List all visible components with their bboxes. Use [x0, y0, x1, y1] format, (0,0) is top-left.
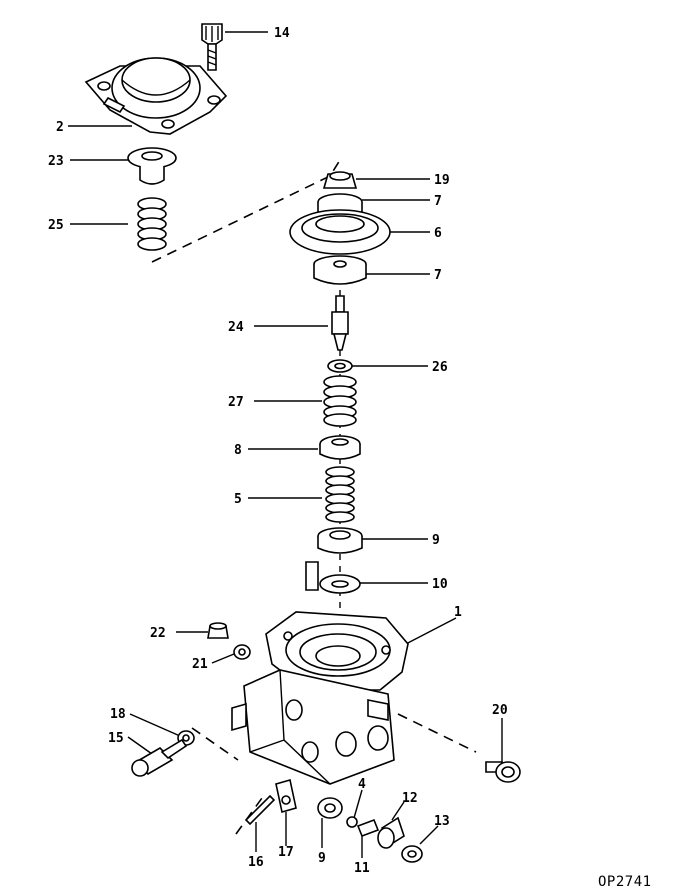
callout-6: 6 [434, 226, 442, 241]
callout-10: 10 [432, 577, 448, 592]
part-10-plate [305, 561, 361, 594]
part-5-spring [325, 466, 355, 523]
part-7-lower-collar [313, 255, 367, 285]
part-22-plug [207, 622, 229, 639]
callout-12: 12 [402, 791, 418, 806]
callout-14: 14 [274, 26, 290, 41]
part-17-bracket [275, 778, 297, 814]
callout-24: 24 [228, 320, 244, 335]
part-9-upper-bushing [317, 527, 363, 554]
callout-26: 26 [432, 360, 448, 375]
callout-9-upper: 9 [432, 533, 440, 548]
part-21-washer [233, 644, 251, 660]
part-15-bolt [131, 738, 188, 777]
callout-7-upper: 7 [434, 194, 442, 209]
part-20-plug [485, 761, 521, 783]
part-4-o-ring [346, 816, 358, 828]
callout-27: 27 [228, 395, 244, 410]
part-11-pin [356, 818, 380, 838]
callout-8: 8 [234, 443, 242, 458]
callout-23: 23 [48, 154, 64, 169]
callout-7-lower: 7 [434, 268, 442, 283]
part-2-cover [84, 57, 228, 135]
callout-13: 13 [434, 814, 450, 829]
callout-22: 22 [150, 626, 166, 641]
callout-1: 1 [454, 605, 462, 620]
callout-25: 25 [48, 218, 64, 233]
callout-labels: 14 2 23 25 19 7 6 7 24 26 27 8 5 9 10 1 … [48, 26, 508, 876]
part-25-spring [137, 197, 167, 251]
callout-16: 16 [248, 855, 264, 870]
part-12-sleeve [377, 816, 405, 849]
part-13-washer [401, 845, 423, 863]
callout-11: 11 [354, 861, 370, 876]
part-9-lower-bushing [317, 797, 343, 819]
part-8-spring-seat [319, 435, 361, 460]
part-19-nut [322, 171, 358, 189]
part-23-retainer [127, 147, 177, 185]
drawing-reference-code: OP2741 [598, 874, 652, 890]
callout-21: 21 [192, 657, 208, 672]
callout-20: 20 [492, 703, 508, 718]
callout-15: 15 [108, 731, 124, 746]
part-26-washer [327, 359, 353, 373]
callout-4: 4 [358, 777, 366, 792]
part-1-valve-body [231, 611, 409, 785]
callout-2: 2 [56, 120, 64, 135]
part-14-cap-screw [201, 23, 223, 71]
callout-19: 19 [434, 173, 450, 188]
part-6-diaphragm [289, 209, 391, 255]
callout-17: 17 [278, 845, 294, 860]
callout-9-lower: 9 [318, 851, 326, 866]
callout-18: 18 [110, 707, 126, 722]
leader-lines [68, 31, 503, 858]
part-27-spring [323, 375, 357, 427]
callout-5: 5 [234, 492, 242, 507]
part-16-pin [244, 794, 276, 826]
part-24-pin [331, 295, 349, 351]
